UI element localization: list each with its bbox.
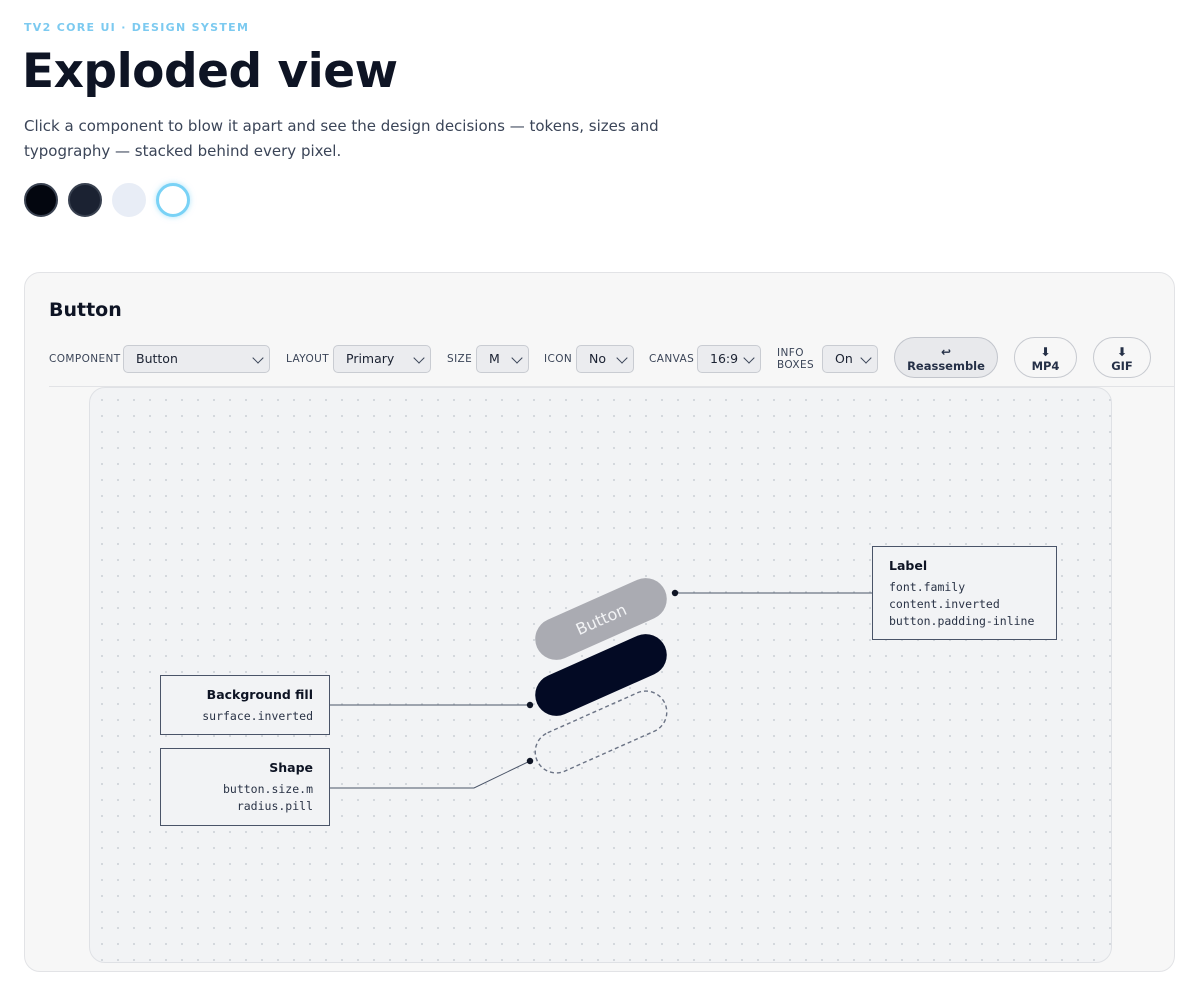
chevron-down-icon [743, 352, 755, 364]
swatch-light[interactable] [112, 183, 146, 217]
page-title: Exploded view [22, 44, 398, 99]
info-boxes-select-value: On [835, 351, 853, 366]
download-gif-button[interactable]: ⬇ GIF [1093, 337, 1151, 378]
canvas-label: CANVAS [649, 353, 695, 365]
shape-connector [330, 760, 531, 789]
label-pill [535, 578, 667, 660]
eyebrow: TV2 CORE UI · DESIGN SYSTEM [24, 21, 250, 34]
icon-select-value: No [589, 351, 606, 366]
info-box-background-title: Background fill [206, 687, 313, 702]
toolbar: COMPONENT Button LAYOUT Primary SIZE M I… [49, 337, 1159, 379]
info-box-label-token: font.family [889, 580, 966, 594]
swatch-white-selected[interactable] [156, 183, 190, 217]
label-layer[interactable]: Button [529, 571, 674, 666]
shape-connector-dot [526, 757, 534, 765]
chevron-down-icon [860, 352, 872, 364]
size-label: SIZE [447, 353, 473, 365]
download-mp4-button[interactable]: ⬇ MP4 [1014, 337, 1077, 378]
info-box-label-token: button.padding-inline [889, 614, 1035, 628]
download-icon: ⬇ [1116, 345, 1128, 359]
exploded-canvas[interactable]: Button Label font.family content.inverte… [89, 387, 1112, 963]
chevron-down-icon [252, 352, 264, 364]
toolbar-divider [49, 386, 1175, 387]
swatch-black[interactable] [24, 183, 58, 217]
component-select-value: Button [136, 351, 178, 366]
canvas-select-value: 16:9 [710, 351, 739, 366]
info-boxes-label: INFO BOXES [777, 347, 814, 371]
chevron-down-icon [511, 352, 523, 364]
shape-layer[interactable] [529, 684, 674, 779]
page-subtitle: Click a component to blow it apart and s… [24, 117, 659, 160]
background-connector-dot [526, 701, 534, 709]
info-box-shape-token: button.size.m [222, 782, 313, 796]
info-box-label-title: Label [889, 558, 928, 573]
info-box-shape: Shape button.size.m radius.pill [160, 748, 330, 826]
info-box-shape-token: radius.pill [236, 799, 313, 813]
layout-label: LAYOUT [286, 353, 330, 365]
info-box-background-fill: Background fill surface.inverted [160, 675, 330, 735]
info-boxes-label-line1: INFO [777, 347, 804, 359]
card-title: Button [49, 299, 122, 321]
canvas-select[interactable]: 16:9 [697, 345, 761, 373]
info-boxes-label-line2: BOXES [777, 359, 815, 371]
chevron-down-icon [616, 352, 628, 364]
background-fill-layer[interactable] [529, 627, 674, 722]
icon-label: ICON [544, 353, 573, 365]
chevron-down-icon [413, 352, 425, 364]
background-fill-pill [535, 634, 667, 716]
layout-select-value: Primary [346, 351, 395, 366]
component-card: Button COMPONENT Button LAYOUT Primary S… [24, 272, 1175, 972]
label-connector-dot [671, 589, 679, 597]
info-box-label-token: content.inverted [889, 597, 1000, 611]
reassemble-label: Reassemble [907, 359, 985, 373]
download-icon: ⬇ [1040, 345, 1051, 359]
info-box-background-token: surface.inverted [202, 709, 313, 723]
component-label: COMPONENT [49, 353, 121, 365]
exploded-diagram: Button [330, 571, 873, 789]
size-select[interactable]: M [476, 345, 529, 373]
swatch-dark-navy[interactable] [68, 183, 102, 217]
info-box-shape-title: Shape [269, 760, 313, 775]
size-select-value: M [489, 351, 500, 366]
theme-swatches [24, 183, 190, 217]
component-select[interactable]: Button [123, 345, 270, 373]
info-boxes-select[interactable]: On [822, 345, 878, 373]
icon-select[interactable]: No [576, 345, 634, 373]
reassemble-button[interactable]: ↩ Reassemble [894, 337, 998, 378]
info-box-label: Label font.family content.inverted butto… [872, 546, 1057, 640]
layout-select[interactable]: Primary [333, 345, 431, 373]
shape-outline [534, 690, 668, 774]
mp4-label: MP4 [1031, 359, 1060, 373]
undo-arrow-icon: ↩ [940, 345, 952, 359]
gif-label: GIF [1111, 359, 1133, 373]
